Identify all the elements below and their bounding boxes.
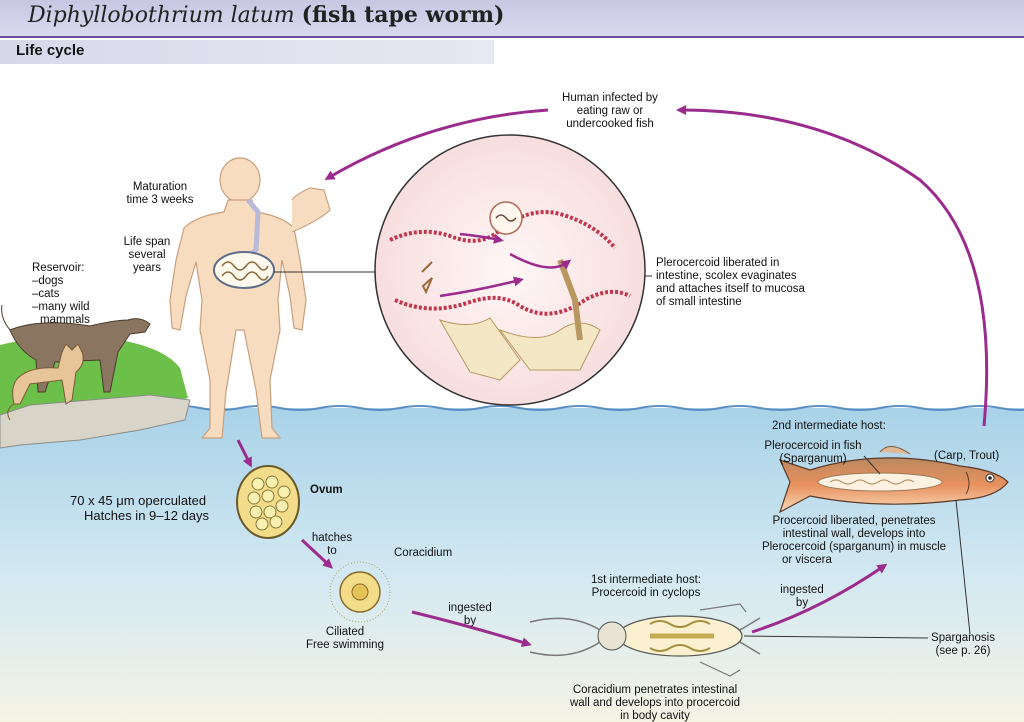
label-reservoir: Reservoir: –dogs –cats –many wild mammal… <box>32 262 90 327</box>
species-name: Diphyllobothrium latum <box>28 3 295 28</box>
label-coracidium: Coracidium <box>394 547 453 559</box>
cyclops-icon <box>529 603 761 677</box>
subtitle-bar <box>0 40 494 64</box>
label-plerocercoid-line4: of small intestine <box>656 296 742 308</box>
arrow-cyclops-to-fish <box>751 563 888 634</box>
label-first-host: 1st intermediate host: Procercoid in cyc… <box>576 574 716 600</box>
label-coracidium-pen-line1: Coracidium penetrates intestinal <box>572 684 738 696</box>
pointer-line-fish-sparganosis <box>955 499 971 635</box>
intestinal-mucosa-2 <box>394 289 631 316</box>
label-ciliated: Ciliated Free swimming <box>290 626 400 652</box>
label-hatches: hatches <box>311 532 353 544</box>
label-reservoir-wild: –many wild <box>32 301 90 313</box>
strobila-coils <box>498 322 601 371</box>
label-plerocercoid-in-fish: Plerocercoid in fish (Sparganum) <box>748 440 878 466</box>
label-ingested-by-1: ingested by <box>438 602 502 628</box>
pointer-line-sparganosis <box>743 635 929 639</box>
label-procercoid-line4: or viscera <box>782 554 832 566</box>
fish-icon <box>778 446 1009 514</box>
arrow-ovum-to-coracidium <box>300 538 333 569</box>
ovum-cells <box>247 475 291 531</box>
label-coracidium-pen-line3: in body cavity <box>620 710 690 722</box>
label-to: to <box>327 545 337 557</box>
arrow-eating-fish <box>324 108 549 181</box>
label-reservoir-mammals: mammals <box>40 314 90 326</box>
label-plerocercoid-liberated: Plerocercoid liberated in intestine, sco… <box>656 257 805 309</box>
label-hatches-to: hatches to <box>302 532 362 558</box>
label-life-span-line3: years <box>132 262 162 274</box>
coracidium-center <box>351 583 369 601</box>
label-reservoir-cats: –cats <box>32 288 60 300</box>
scolex-attached <box>557 258 583 341</box>
free-larva <box>421 261 433 295</box>
label-procercoid-line3: Plerocercoid (sparganum) in muscle <box>761 541 947 553</box>
cyst-larva <box>495 214 517 222</box>
label-plerocercoid-line1: Plerocercoid liberated in <box>656 257 780 269</box>
label-maturation-line1: Maturation <box>132 181 188 193</box>
intestinal-mucosa-1 <box>389 210 617 250</box>
label-second-host: 2nd intermediate host: <box>772 420 886 432</box>
page-title: Diphyllobothrium latum (fish tape worm) <box>28 2 504 28</box>
label-sparganosis-line2: (see p. 26) <box>935 645 991 657</box>
pointer-line-plerocercoid-fish <box>863 455 881 475</box>
label-first-host-line1: 1st intermediate host: <box>591 574 701 586</box>
label-life-span: Life span several years <box>110 236 184 275</box>
label-plerocercoid-fish-line1: Plerocercoid in fish <box>764 440 862 452</box>
label-human-infected-line3: undercooked fish <box>566 118 654 130</box>
label-by-1: by <box>463 615 477 627</box>
intestine-loop <box>213 251 275 289</box>
label-sparganosis: Sparganosis (see p. 26) <box>918 632 1008 658</box>
arrow-coracidium-to-cyclops <box>411 610 532 647</box>
label-human-infected: Human infected by eating raw or undercoo… <box>540 92 680 131</box>
label-procercoid-liberated: Procercoid liberated, penetrates intesti… <box>748 515 960 567</box>
section-subtitle: Life cycle <box>16 42 85 59</box>
arrow-scolex-attach <box>509 252 572 270</box>
label-coracidium-penetrates: Coracidium penetrates intestinal wall an… <box>552 684 758 722</box>
label-coracidium-pen-line2: wall and develops into procercoid <box>569 697 741 709</box>
label-first-host-line2: Procercoid in cyclops <box>591 587 701 599</box>
arrow-human-to-ovum <box>236 439 252 468</box>
label-human-infected-line2: eating raw or <box>576 105 644 117</box>
label-plerocercoid-line2: intestine, scolex evaginates <box>656 270 797 282</box>
label-reservoir-title: Reservoir: <box>32 262 85 274</box>
label-procercoid-line2: intestinal wall, develops into <box>782 528 926 540</box>
label-plerocercoid-fish-line2: (Sparganum) <box>779 453 847 465</box>
label-egg-size-line1: 70 x 45 μm operculated <box>70 493 207 508</box>
label-carp-trout: (Carp, Trout) <box>934 450 1000 462</box>
label-ovum: Ovum <box>310 484 343 496</box>
label-egg-hatch-line: Hatches in 9–12 days <box>84 508 210 523</box>
label-maturation: Maturation time 3 weeks <box>110 181 210 207</box>
coracidium-cilia <box>329 561 391 623</box>
strobila-segment <box>438 317 521 381</box>
human-figure <box>169 157 331 439</box>
label-plerocercoid-line3: and attaches itself to mucosa <box>656 283 805 295</box>
label-ingested-1: ingested <box>448 602 492 614</box>
label-ingested-2: ingested <box>780 584 824 596</box>
cat-icon <box>7 343 84 421</box>
label-egg-size: 70 x 45 μm operculated Hatches in 9–12 d… <box>70 493 209 523</box>
title-bar <box>0 0 1024 38</box>
worm-in-intestine <box>221 261 269 281</box>
arrow-fish-to-human <box>676 105 989 427</box>
label-procercoid-line1: Procercoid liberated, penetrates <box>772 515 936 527</box>
label-by-2: by <box>795 597 809 609</box>
common-name: (fish tape worm) <box>301 2 505 28</box>
label-life-span-line1: Life span <box>123 236 171 248</box>
label-reservoir-dogs: –dogs <box>32 275 64 287</box>
arrow-larva-move <box>439 276 524 298</box>
label-ingested-by-2: ingested by <box>770 584 834 610</box>
label-life-span-line2: several <box>128 249 166 261</box>
label-ciliated-line1: Ciliated <box>325 626 365 638</box>
label-ciliated-line2: Free swimming <box>306 639 384 651</box>
label-human-infected-line1: Human infected by <box>562 92 658 104</box>
label-maturation-line2: time 3 weeks <box>126 194 194 206</box>
arrow-cyst-release <box>459 232 504 244</box>
label-sparganosis-line1: Sparganosis <box>931 632 995 644</box>
